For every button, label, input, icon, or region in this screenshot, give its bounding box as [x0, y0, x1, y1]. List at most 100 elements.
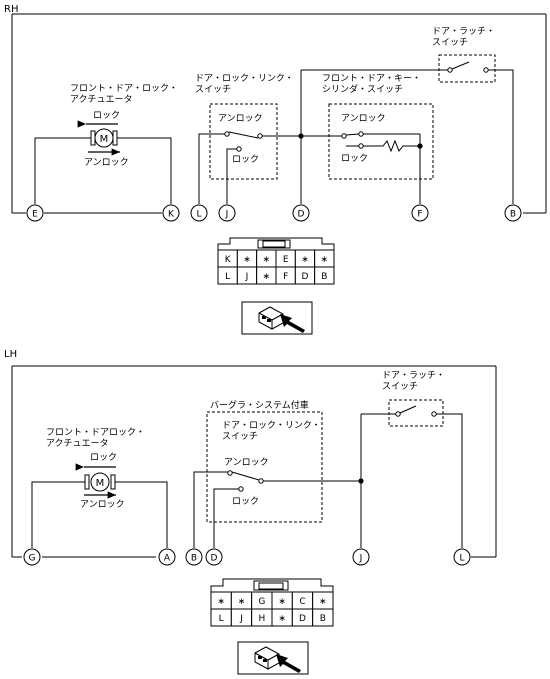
plug-icon [237, 641, 309, 675]
lh-actuator-label: フロント・ドアロック・ [46, 427, 145, 438]
connector-cell-label: ∗ [278, 597, 286, 607]
terminal-label: D [298, 210, 305, 220]
lh-latch-label: ドア・ラッチ・ [382, 370, 445, 381]
rh-junction-dot [298, 133, 304, 139]
terminal-label: D [211, 554, 218, 564]
terminal-label: J [225, 210, 229, 220]
rh-latch-switch-box [438, 54, 496, 83]
rh-latch-label: スイッチ [432, 37, 468, 48]
connector-cell-label: L [219, 614, 224, 624]
lh-link-switch-label: スイッチ [222, 431, 258, 442]
terminal-circle [185, 548, 203, 566]
connector-cell-label: B [320, 614, 326, 624]
terminal-label: J [359, 554, 363, 564]
terminal-circle [411, 204, 429, 222]
terminal-circle [23, 548, 41, 566]
connector-cell-label: H [258, 614, 265, 624]
rh-motor: M [90, 128, 118, 148]
rh-actuator-label: フロント・ドア・ロック・ [70, 83, 178, 94]
lh-motor-symbol: M [96, 478, 105, 489]
rh-wires [11, 13, 547, 214]
connector-cell-label: E [283, 255, 289, 265]
connector-cell-label: G [258, 597, 265, 607]
rh-latch-label: ドア・ラッチ・ [432, 26, 495, 37]
terminal-label: B [191, 554, 197, 564]
terminal-label: G [29, 554, 36, 564]
rh-key-lock-label: ロック [341, 153, 368, 164]
lh-section: LH フロント・ドアロック・ アクチュエータ ロック [4, 349, 497, 675]
connector-cell-label: D [302, 272, 309, 282]
terminal-circle [292, 204, 310, 222]
rh-link-unlock-label: アンロック [218, 113, 263, 124]
connector-cell-label: ∗ [321, 255, 329, 265]
lh-section-label: LH [4, 349, 17, 360]
lh-unlock-text: アンロック [80, 499, 125, 510]
terminal-label: L [196, 210, 201, 220]
terminal-circle [352, 548, 370, 566]
lh-link-lock-label: ロック [232, 496, 259, 507]
connector-cell-label: J [239, 614, 243, 624]
lh-wires [11, 365, 497, 558]
lh-latch-switch-box [388, 399, 444, 427]
lh-latch-label: スイッチ [382, 381, 418, 392]
connector-cell-label: ∗ [319, 597, 327, 607]
rh-lock-text: ロック [93, 110, 120, 121]
lh-link-unlock-label: アンロック [224, 457, 269, 468]
rh-link-switch-label: ドア・ロック・リンク・ [195, 73, 294, 84]
connector-cell-label: ∗ [217, 597, 225, 607]
rh-key-switch-label: フロント・ドア・キー・ [322, 74, 421, 84]
connector-cell-label: C [299, 597, 305, 607]
terminal-label: A [164, 554, 171, 564]
connector-cell-label: L [225, 272, 230, 282]
connector-cell-label: ∗ [301, 255, 309, 265]
rh-section-label: RH [4, 4, 18, 15]
terminal-circle [504, 204, 522, 222]
lh-lock-text: ロック [90, 452, 117, 463]
terminal-circle [218, 204, 236, 222]
terminal-circle [453, 548, 471, 566]
terminal-circle [205, 548, 223, 566]
connector-cell-label: F [283, 272, 288, 282]
connector-cell-label: ∗ [238, 597, 246, 607]
rh-section: RH [4, 4, 547, 335]
rh-key-switch-box [328, 103, 434, 180]
lh-motor: M [84, 472, 116, 492]
lh-actuator-label: アクチュエータ [46, 438, 109, 449]
connector-cell-label: ∗ [263, 255, 271, 265]
connector-cell [314, 266, 335, 285]
connector-cell-label: ∗ [263, 272, 271, 282]
lh-link-switch-label: ドア・ロック・リンク・ [222, 420, 321, 431]
terminal-circle [162, 204, 180, 222]
terminal-circle [158, 548, 176, 566]
lh-link-switch-box [206, 411, 323, 523]
plug-icon [241, 301, 313, 335]
terminal-label: E [32, 210, 38, 220]
lh-burglar-label: バーグラ・システム付車 [210, 399, 309, 411]
rh-key-switch-label: シリンダ・スイッチ [322, 83, 403, 95]
connector-cell-label: B [321, 272, 327, 282]
connector-cell-label: K [225, 255, 232, 265]
rh-link-switch-label: スイッチ [195, 84, 231, 95]
connector-cell-label: D [299, 614, 306, 624]
rh-key-unlock-label: アンロック [341, 113, 386, 124]
lh-junction-dot [358, 478, 364, 484]
terminal-circle [26, 204, 44, 222]
terminal-label: F [417, 210, 422, 220]
rh-actuator-label: アクチュエータ [70, 94, 133, 105]
rh-motor-symbol: M [100, 134, 109, 145]
rh-junction-dot [417, 143, 423, 149]
terminal-label: L [459, 554, 464, 564]
terminal-label: K [168, 210, 175, 220]
connector-cell [312, 608, 334, 627]
rh-unlock-text: アンロック [84, 157, 129, 168]
connector-cell-label: J [245, 272, 249, 282]
rh-link-lock-label: ロック [232, 154, 259, 165]
terminal-circle [190, 204, 208, 222]
